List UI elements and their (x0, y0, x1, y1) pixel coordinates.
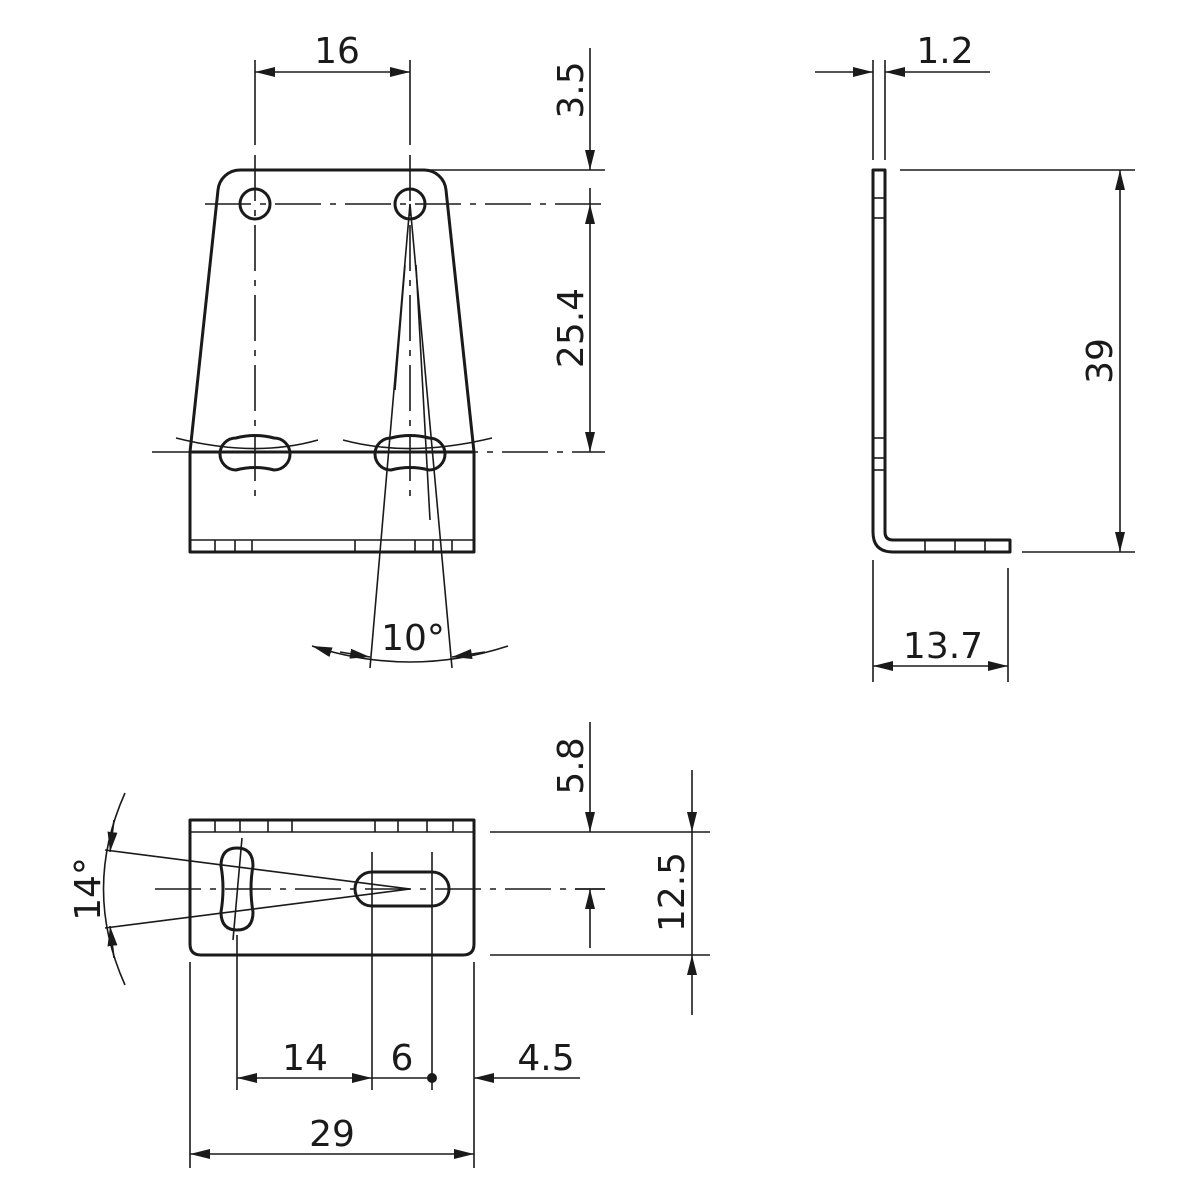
bottom-bend-ticks (214, 820, 454, 832)
dim-label-6: 6 (391, 1038, 414, 1079)
slot-arc-left (175, 437, 319, 450)
dim-label-10deg: 10° (381, 618, 445, 659)
slot-right (373, 434, 447, 472)
dim-label-39: 39 (1080, 338, 1121, 384)
angle-arc-10-arrow-right (451, 649, 486, 659)
dim-label-3-5: 3.5 (551, 61, 592, 118)
front-view-outline (188, 168, 476, 554)
dim-dot-6 (427, 1073, 437, 1083)
slot-left (218, 434, 292, 472)
dim-label-13-7: 13.7 (903, 626, 983, 667)
dim-label-14deg: 14° (68, 857, 109, 921)
angle-ray-mid (415, 264, 431, 521)
dim-label-12-5: 12.5 (652, 852, 693, 932)
bottom-slot-left (219, 846, 255, 932)
bottom-view: 14° 5.8 12.5 14 6 4.5 29 (68, 722, 710, 1168)
dim-label-14: 14 (282, 1038, 328, 1079)
slot-arc-right (342, 437, 493, 450)
dim-label-25-4: 25.4 (551, 288, 592, 368)
angle-arc-14 (102, 792, 126, 986)
dim-label-5-8: 5.8 (551, 737, 592, 794)
side-view-outline (871, 168, 1012, 554)
angle-ray-mid-left (394, 264, 406, 391)
angle-arc-10-arrow-left (339, 648, 371, 659)
side-view-ticks (873, 197, 986, 552)
angle-arc-14-arrow-bottom (107, 925, 118, 959)
bottom-angle-ray-top (104, 849, 411, 890)
dim-label-1-2: 1.2 (916, 31, 973, 72)
dim-label-16: 16 (314, 31, 360, 72)
bend-ticks (214, 540, 453, 552)
dim-label-29: 29 (309, 1114, 355, 1155)
bottom-slot-left-axis (232, 837, 243, 941)
bottom-view-outline (188, 818, 476, 957)
angle-arc-14-arrow-top (107, 819, 118, 853)
side-view: 1.2 39 13.7 (815, 31, 1135, 682)
dim-label-4-5: 4.5 (517, 1038, 574, 1079)
bottom-angle-ray-bottom (104, 888, 411, 929)
front-view: 10° 16 3.5 25.4 (152, 31, 605, 669)
